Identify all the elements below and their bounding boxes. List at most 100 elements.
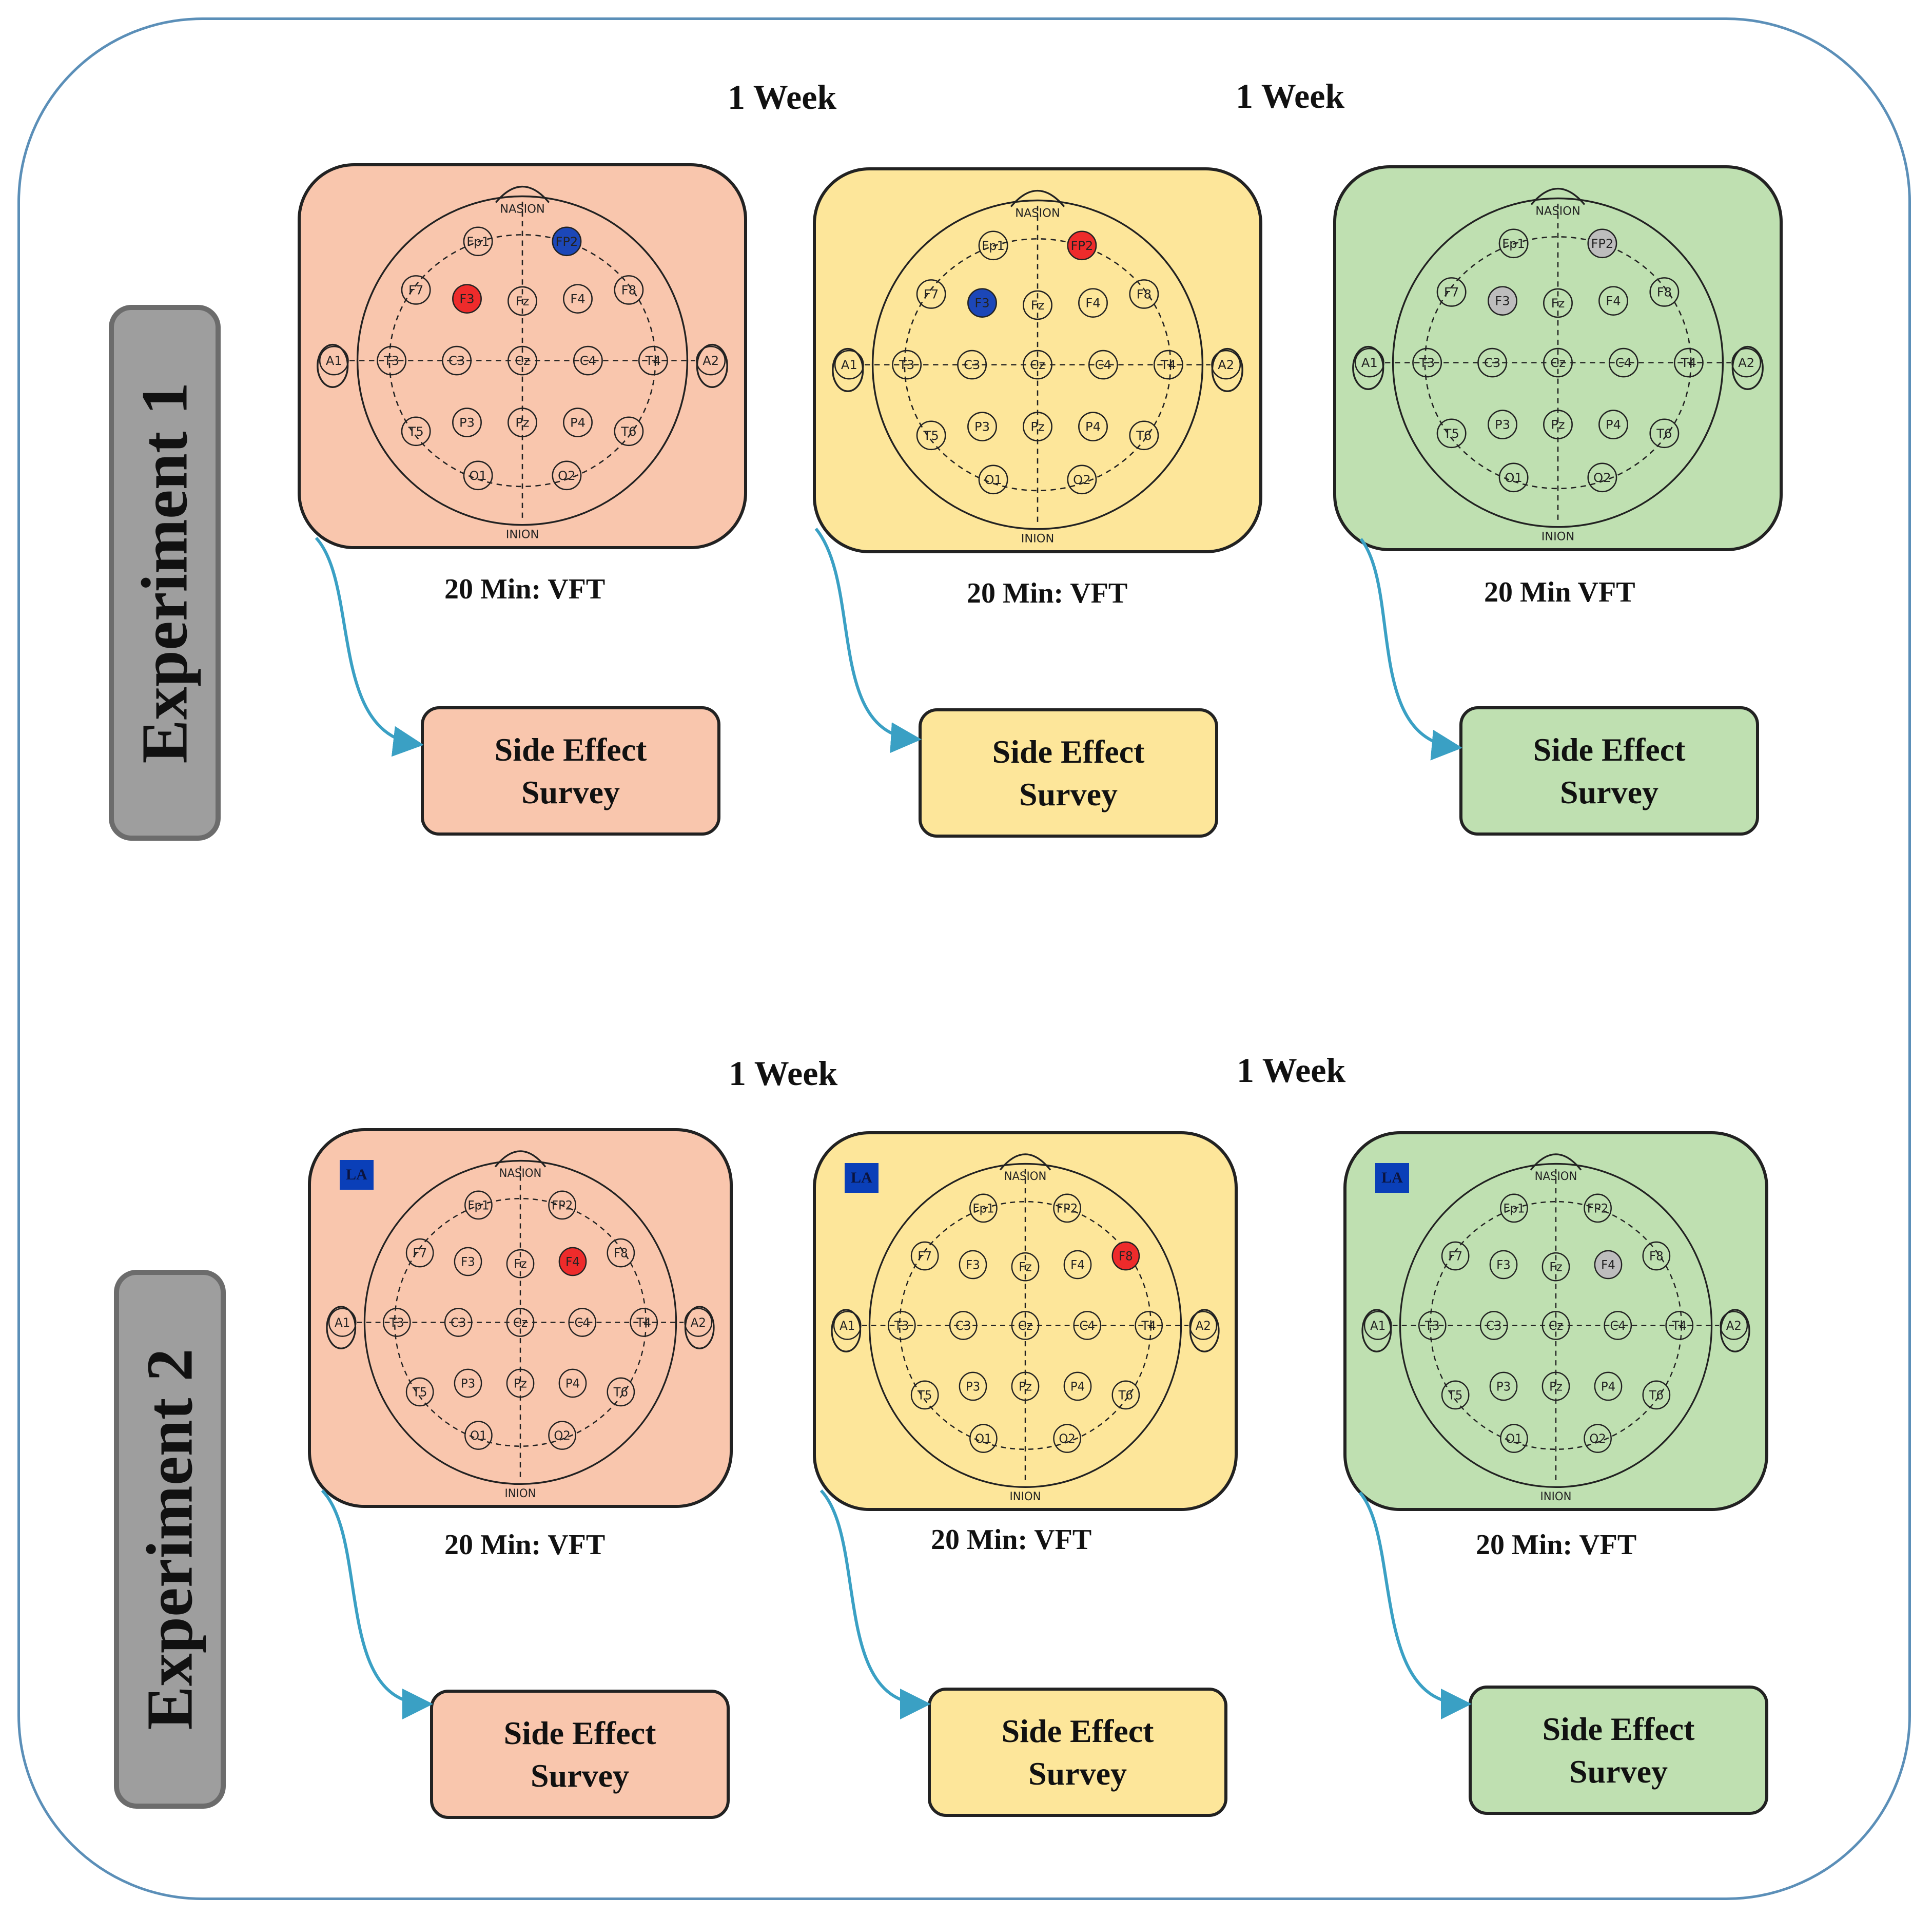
electrode-label: O1: [1506, 1432, 1523, 1446]
electrode-label: Fz: [1549, 1260, 1562, 1274]
electrode-label: T6: [1118, 1388, 1133, 1402]
electrode-o2: O2: [1587, 462, 1617, 493]
side-effect-survey-box: Side Effect Survey: [1459, 706, 1759, 836]
electrode-a2: A2: [1731, 347, 1762, 378]
electrode-label: F7: [924, 287, 939, 302]
nose-shape: [495, 185, 550, 203]
nasion-label: NASION: [1535, 1170, 1577, 1183]
electrode-p3: P3: [967, 412, 997, 441]
electrode-label: F4: [1606, 294, 1621, 308]
electrode-label: Pz: [514, 1377, 527, 1390]
electrode-label: Pz: [515, 416, 529, 430]
survey-line-1: Side Effect: [992, 733, 1145, 770]
electrode-label: A2: [1218, 358, 1234, 372]
electrode-c4: C4: [1088, 350, 1118, 380]
electrode-t6: T6: [607, 1377, 635, 1407]
electrode-t6: T6: [614, 416, 644, 447]
survey-line-1: Side Effect: [494, 731, 647, 768]
electrode-label: F3: [1495, 294, 1510, 308]
electrode-label: Fz: [1551, 296, 1565, 311]
electrode-label: O2: [1593, 471, 1611, 485]
electrode-label: FP2: [1070, 239, 1093, 253]
electrode-label: F8: [1649, 1249, 1664, 1263]
electrode-f8: F8: [1129, 279, 1159, 309]
electrode-p4: P4: [1598, 410, 1628, 439]
electrode-f7: F7: [405, 1238, 434, 1268]
electrode-cz: Cz: [1011, 1311, 1040, 1340]
electrode-label: T5: [1443, 427, 1459, 441]
electrode-f8: F8: [1649, 277, 1680, 307]
electrode-c4: C4: [1608, 347, 1638, 378]
electrode-c3: C3: [442, 345, 472, 376]
experiment-2-text: Experiment 2: [133, 1348, 206, 1730]
electrode-fz: Fz: [506, 1249, 535, 1279]
nasion-label: NASION: [1004, 1170, 1047, 1183]
electrode-label: A1: [335, 1316, 350, 1330]
head-outline: [1392, 197, 1724, 528]
session-caption: 20 Min: VFT: [1476, 1529, 1637, 1561]
electrode-label: F8: [1657, 285, 1672, 300]
electrode-label: A1: [841, 358, 857, 372]
electrode-fp2: FP2: [552, 226, 582, 257]
electrode-cz: Cz: [1543, 347, 1573, 378]
electrode-t3: T3: [887, 1311, 916, 1340]
electrode-t3: T3: [377, 345, 407, 376]
electrode-label: FP2: [552, 1198, 573, 1212]
electrode-label: P3: [966, 1380, 980, 1393]
electrode-o2: O2: [552, 460, 582, 491]
inion-label: INION: [505, 1487, 536, 1500]
electrode-label: T3: [383, 354, 399, 368]
electrode-t3: T3: [382, 1308, 411, 1337]
electrode-o1: O1: [463, 460, 493, 491]
electrode-fz: Fz: [1011, 1252, 1040, 1282]
electrode-fp1: Fp1: [1500, 1193, 1528, 1223]
survey-line-2: Survey: [1028, 1755, 1127, 1792]
side-effect-survey-box: Side Effect Survey: [1469, 1686, 1768, 1815]
electrode-label: FP2: [555, 235, 578, 249]
electrode-label: Fp1: [1503, 1202, 1525, 1215]
electrode-f7: F7: [1436, 277, 1467, 307]
session-caption: 20 Min: VFT: [967, 577, 1128, 609]
electrode-label: Fz: [1031, 298, 1045, 313]
electrode-o1: O1: [1498, 462, 1529, 493]
electrode-p4: P4: [563, 408, 593, 437]
electrode-a1: A1: [833, 1311, 862, 1340]
electrode-label: T3: [389, 1316, 404, 1330]
electrode-label: F4: [570, 292, 585, 306]
electrode-label: T6: [620, 424, 636, 439]
electrode-label: FP2: [1057, 1202, 1078, 1215]
electrode-label: T3: [1419, 356, 1435, 370]
electrode-label: T4: [636, 1316, 651, 1330]
nasion-label: NASION: [500, 202, 545, 216]
inion-label: INION: [1541, 530, 1575, 544]
electrode-label: T6: [1136, 429, 1152, 443]
electrode-label: Fp1: [982, 239, 1005, 253]
electrode-pz: Pz: [506, 1368, 535, 1398]
electrode-t6: T6: [1649, 418, 1680, 449]
electrode-label: A1: [326, 354, 342, 368]
electrode-fz: Fz: [1541, 1252, 1570, 1282]
electrode-label: T5: [412, 1385, 427, 1399]
inion-label: INION: [1021, 532, 1055, 546]
electrode-label: Pz: [1551, 418, 1565, 432]
inion-label: INION: [1010, 1490, 1041, 1503]
head-outline: [868, 1163, 1182, 1488]
survey-line-1: Side Effect: [1542, 1710, 1695, 1747]
experiment-2-label: Experiment 2: [114, 1270, 226, 1809]
electrode-f4: F4: [1063, 1250, 1092, 1280]
electrode-label: F4: [1601, 1258, 1615, 1272]
electrode-label: O2: [558, 469, 575, 483]
electrode-label: Cz: [515, 354, 530, 368]
electrode-label: F8: [614, 1246, 628, 1260]
side-effect-survey-box: Side Effect Survey: [421, 706, 720, 836]
electrode-t4: T4: [1135, 1311, 1163, 1340]
electrode-f7: F7: [916, 279, 946, 309]
electrode-t4: T4: [1153, 350, 1183, 380]
electrode-label: P4: [570, 416, 586, 430]
electrode-p3: P3: [1489, 1371, 1518, 1401]
electrode-label: A2: [1196, 1319, 1211, 1333]
electrode-o2: O2: [1053, 1424, 1081, 1453]
electrode-f8: F8: [1642, 1241, 1671, 1271]
